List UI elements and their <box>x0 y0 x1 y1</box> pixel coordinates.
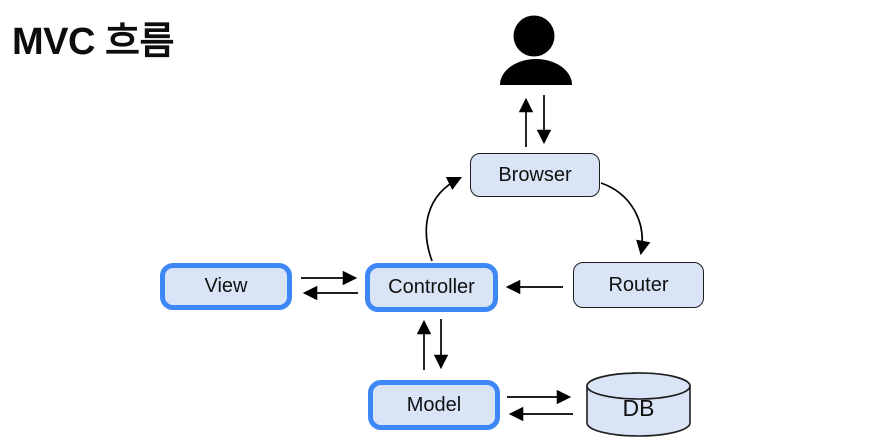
node-model: Model <box>368 380 500 430</box>
node-router-label: Router <box>608 273 669 296</box>
node-browser: Browser <box>470 153 600 197</box>
node-browser-label: Browser <box>498 163 572 186</box>
node-view-label: View <box>204 275 248 297</box>
node-view: View <box>160 263 292 310</box>
page-title: MVC 흐름 <box>12 21 174 63</box>
node-router: Router <box>573 262 704 308</box>
node-db-label: DB <box>622 394 655 421</box>
arrow-browser-to-router <box>600 182 651 256</box>
node-controller: Controller <box>365 263 498 312</box>
arrow-controller-to-browser <box>425 177 462 262</box>
node-model-label: Model <box>406 393 462 416</box>
person-icon <box>500 15 572 85</box>
node-controller-label: Controller <box>388 276 475 298</box>
